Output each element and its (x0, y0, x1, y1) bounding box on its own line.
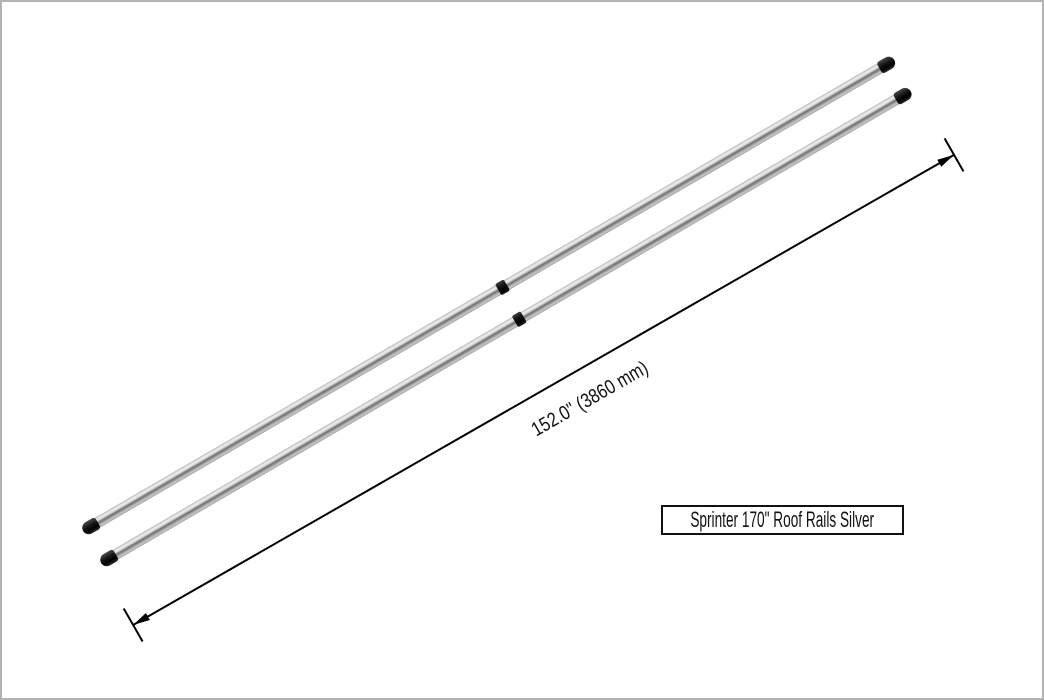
rail-tube (106, 90, 906, 563)
roof-rail-lower (97, 84, 914, 569)
part-label-text: Sprinter 170" Roof Rails Silver (690, 507, 875, 532)
dimension-label-text: 152.0" (3860 mm) (528, 357, 653, 442)
dimension-arrow-left-icon (131, 613, 150, 629)
dimension-arrow-right-icon (937, 151, 956, 167)
dimension-line: 152.0" (3860 mm) (122, 137, 965, 642)
part-label-box: Sprinter 170" Roof Rails Silver (661, 505, 904, 535)
